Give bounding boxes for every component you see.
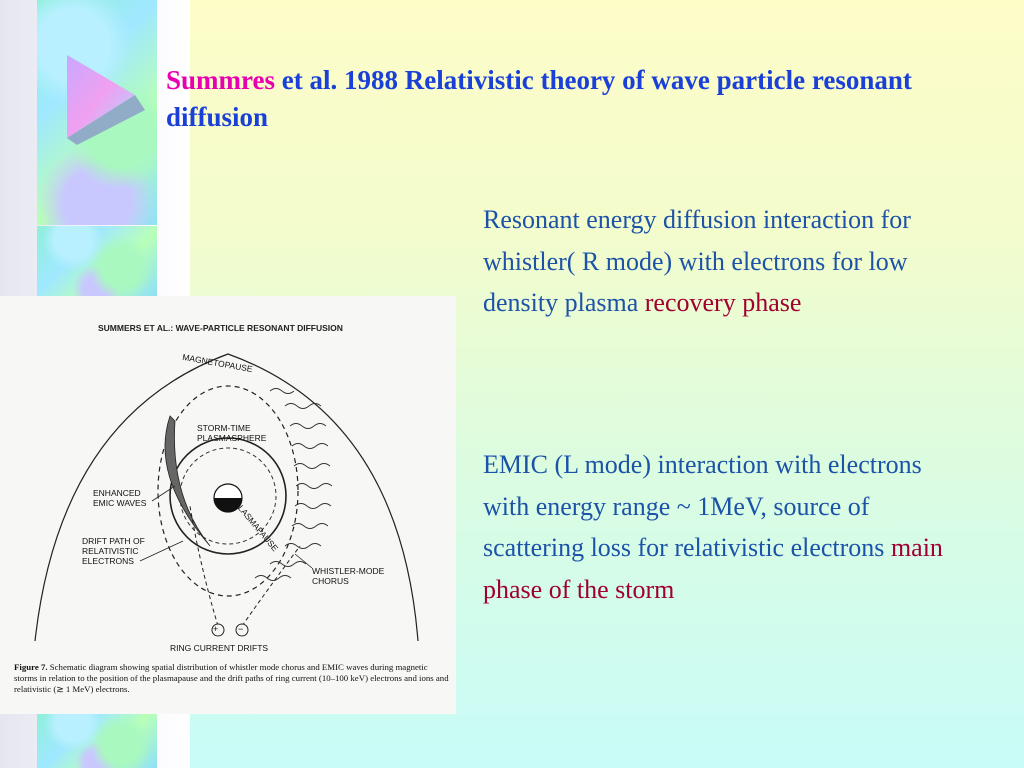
- figure-diagram: [34, 353, 419, 642]
- scanned-figure: SUMMERS ET AL.: WAVE-PARTICLE RESONANT D…: [0, 296, 456, 714]
- title-author: Summres: [166, 65, 276, 95]
- figure-caption-label: Figure 7.: [14, 662, 48, 672]
- paragraph-emic-highlight: main phase of the storm: [483, 533, 943, 604]
- electron-symbol: [235, 623, 249, 637]
- title-rest: et al. 1988 Relativistic theory of wave …: [166, 65, 912, 132]
- ion-sign: +: [213, 624, 219, 634]
- figure-caption-text: Schematic diagram showing spatial distri…: [14, 662, 449, 694]
- plasmapause-circle: [169, 437, 287, 555]
- paragraph-emic: EMIC (L mode) interaction with electrons…: [483, 444, 943, 610]
- chorus-leader: [294, 553, 313, 569]
- paragraph-whistler: Resonant energy diffusion interaction fo…: [483, 199, 943, 324]
- magnetopause-curve: [34, 353, 419, 642]
- electron-sign: −: [238, 624, 244, 634]
- drift-path-outer: [157, 385, 299, 597]
- decorative-arrow-icon: [67, 55, 145, 145]
- figure-header: SUMMERS ET AL.: WAVE-PARTICLE RESONANT D…: [98, 323, 343, 333]
- emic-waves-label: ENHANCED EMIC WAVES: [93, 488, 147, 508]
- emic-waves-region: [164, 415, 211, 547]
- paragraph-whistler-highlight: recovery phase: [644, 288, 802, 317]
- figure-caption: Figure 7. Schematic diagram showing spat…: [14, 662, 450, 695]
- slide-title: Summres et al. 1988 Relativistic theory …: [166, 62, 1006, 136]
- earth-icon: [213, 483, 243, 513]
- ring-current-electron-path: [241, 545, 301, 627]
- chorus-waves: [254, 388, 333, 581]
- decorative-strip-middle: [37, 226, 157, 296]
- decorative-strip-bottom: [37, 712, 157, 768]
- ring-current-label: RING CURRENT DRIFTS: [170, 643, 269, 653]
- drift-leader: [139, 540, 184, 562]
- paragraph-whistler-text: Resonant energy diffusion interaction fo…: [483, 205, 911, 317]
- chorus-label: WHISTLER-MODE CHORUS: [312, 566, 385, 586]
- paragraph-emic-text: EMIC (L mode) interaction with electrons…: [483, 450, 922, 562]
- emic-leader: [151, 485, 176, 502]
- drift-path-label: DRIFT PATH OF RELATIVISTIC ELECTRONS: [82, 536, 145, 566]
- plasmasphere-label: STORM-TIME PLASMASPHERE: [197, 423, 267, 443]
- ion-symbol: [211, 623, 225, 637]
